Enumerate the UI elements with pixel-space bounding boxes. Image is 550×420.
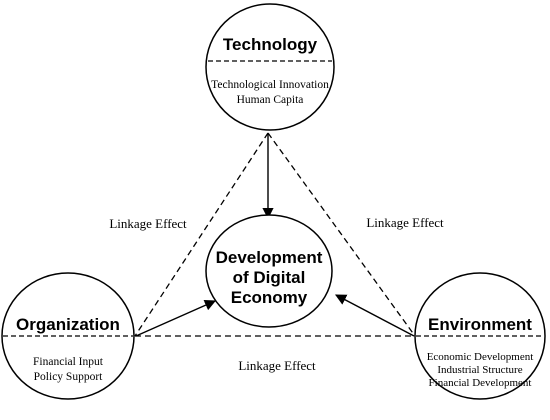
linkage-label-right: Linkage Effect xyxy=(366,215,444,230)
technology-node: Technology Technological Innovation Huma… xyxy=(205,3,335,131)
linkage-edge-right xyxy=(267,132,416,337)
organization-node: Organization Financial Input Policy Supp… xyxy=(1,272,135,400)
linkage-label-bottom: Linkage Effect xyxy=(238,358,316,373)
center-node-line-3: Economy xyxy=(231,288,308,307)
technology-item-1: Technological Innovation xyxy=(211,79,329,91)
environment-title: Environment xyxy=(428,315,532,334)
center-node-line-2: of Digital xyxy=(233,268,306,287)
arrow-environment-to-center xyxy=(335,294,415,337)
center-node-line-1: Development xyxy=(216,248,323,267)
organization-item-2: Policy Support xyxy=(34,371,103,383)
environment-node: Environment Economic Development Industr… xyxy=(414,272,546,400)
environment-item-3: Financial Development xyxy=(429,377,532,389)
arrow-organization-to-center xyxy=(135,299,217,337)
technology-item-2: Human Capita xyxy=(237,94,304,106)
environment-item-2: Industrial Structure xyxy=(437,364,522,376)
organization-item-1: Financial Input xyxy=(33,356,104,368)
linkage-label-left: Linkage Effect xyxy=(109,216,187,231)
environment-item-1: Economic Development xyxy=(427,351,534,363)
center-node-circle xyxy=(205,214,333,328)
technology-title: Technology xyxy=(223,35,318,54)
technology-node-circle xyxy=(205,3,335,131)
organization-title: Organization xyxy=(16,315,120,334)
linkage-edge-left xyxy=(134,132,269,337)
center-node: Development of Digital Economy xyxy=(205,214,333,328)
